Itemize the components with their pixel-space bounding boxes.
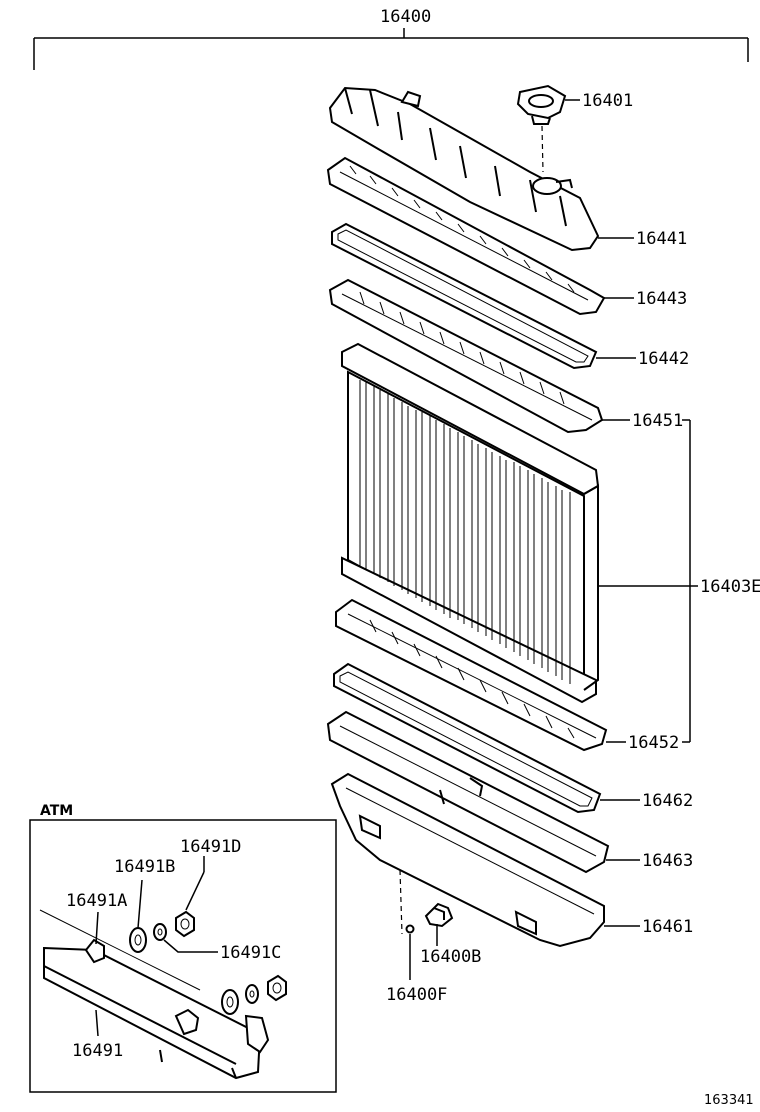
upper-header-plate: 16443 <box>326 156 687 316</box>
label-16403: 16403E <box>700 577 760 597</box>
radiator-core: 16403E <box>341 342 760 704</box>
label-16400B: 16400B <box>420 947 481 967</box>
drain-cock: 16400B <box>399 869 481 967</box>
label-16451: 16451 <box>632 411 683 431</box>
label-16491D: 16491D <box>180 837 241 857</box>
label-16491B: 16491B <box>114 857 175 877</box>
label-16463: 16463 <box>642 851 693 871</box>
label-16442: 16442 <box>638 349 689 369</box>
label-16441: 16441 <box>636 229 687 249</box>
drain-o-ring: 16400F <box>386 924 447 1005</box>
label-16491C: 16491C <box>220 943 281 963</box>
upper-tube-plate: 16451 <box>328 278 683 434</box>
label-16401: 16401 <box>582 91 633 111</box>
upper-gasket: 16442 <box>331 222 689 370</box>
lower-tube-plate: 16452 <box>335 598 679 753</box>
label-16400F: 16400F <box>386 985 447 1005</box>
nut-16491d <box>175 910 195 938</box>
figure-code: 163341 <box>704 1093 754 1108</box>
label-16400: 16400 <box>380 7 431 27</box>
assembly-bracket: 16400 <box>33 7 749 70</box>
label-16461: 16461 <box>642 917 693 937</box>
lower-header-plate: 16463 <box>326 710 693 874</box>
subassembly-bracket <box>682 419 691 743</box>
label-16491A: 16491A <box>66 891 127 911</box>
label-16452: 16452 <box>628 733 679 753</box>
label-16491: 16491 <box>72 1041 123 1061</box>
lower-tank: 16461 <box>330 772 693 948</box>
atm-inset: ATM 16491D 16491B 16491A 16491C <box>29 803 337 1093</box>
label-16443: 16443 <box>636 289 687 309</box>
lower-gasket: 16462 <box>333 662 693 814</box>
atm-title: ATM <box>40 803 73 819</box>
upper-tank: 16441 <box>328 86 687 252</box>
washer-16491c <box>153 923 167 941</box>
label-16462: 16462 <box>642 791 693 811</box>
radiator-cap: 16401 <box>516 84 633 173</box>
washer-16491b <box>129 927 147 953</box>
